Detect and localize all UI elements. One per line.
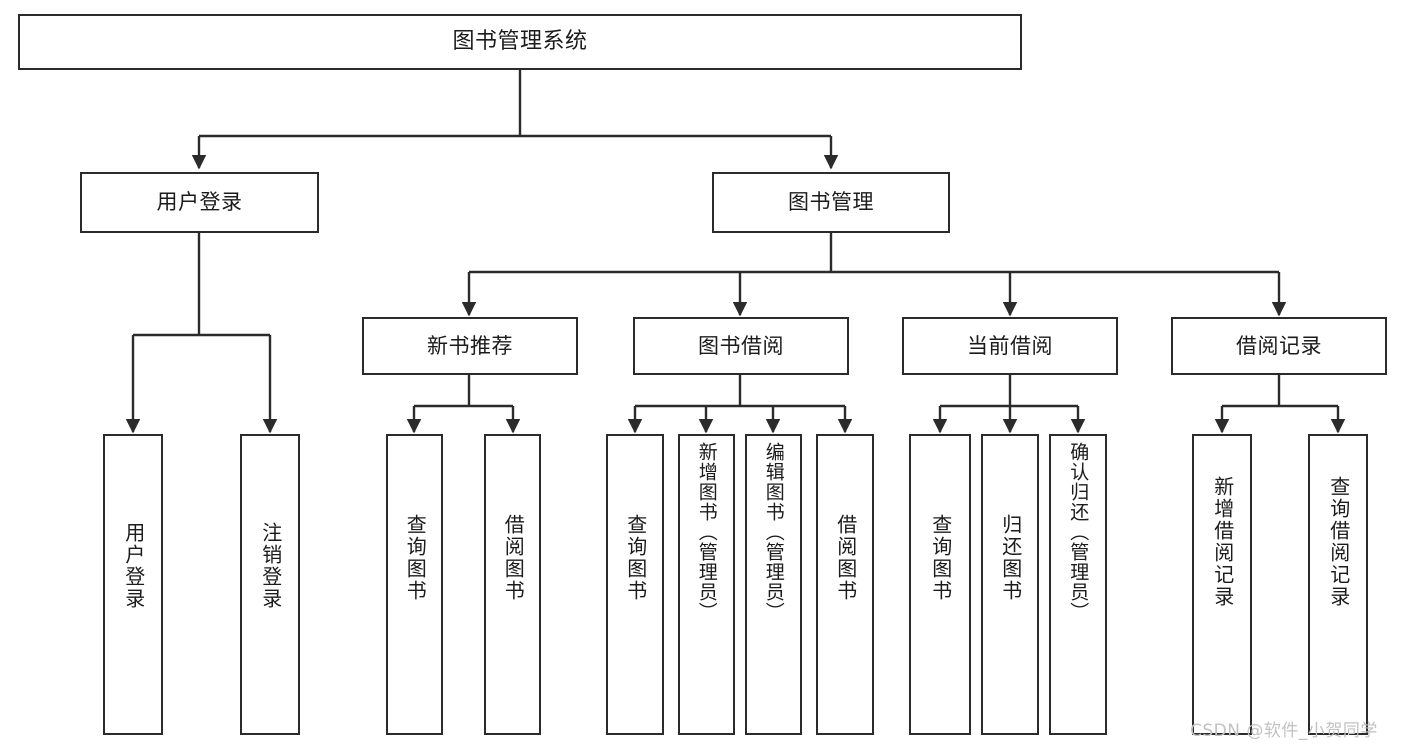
node-level2-new-book-recommend[interactable]: 新书推荐 xyxy=(362,317,578,375)
node-leaf-return-book[interactable]: 归还图书 xyxy=(981,434,1039,735)
node-leaf-borrow-book-1[interactable]: 借阅图书 xyxy=(484,434,541,735)
node-level1-user-login[interactable]: 用户登录 xyxy=(80,172,319,233)
node-leaf-confirm-return-admin[interactable]: 确认归还（管理员） xyxy=(1049,434,1107,735)
node-label: 确认归还（管理员） xyxy=(1067,442,1090,622)
node-label: 新书推荐 xyxy=(427,333,513,358)
node-label: 图书借阅 xyxy=(698,333,784,358)
node-label: 借阅图书 xyxy=(501,514,526,602)
node-leaf-query-book-3[interactable]: 查询图书 xyxy=(909,434,971,735)
node-leaf-add-borrow-record[interactable]: 新增借阅记录 xyxy=(1192,434,1252,735)
node-label: 查询图书 xyxy=(623,514,648,602)
node-label: 用户登录 xyxy=(156,190,243,215)
node-level2-borrow-record[interactable]: 借阅记录 xyxy=(1171,317,1387,375)
node-leaf-user-login[interactable]: 用户登录 xyxy=(103,434,163,735)
node-level2-current-borrow[interactable]: 当前借阅 xyxy=(902,317,1118,375)
node-label: 借阅图书 xyxy=(833,514,858,602)
node-label: 图书管理 xyxy=(788,190,874,215)
node-label: 借阅记录 xyxy=(1236,333,1322,358)
node-leaf-edit-book-admin[interactable]: 编辑图书（管理员） xyxy=(745,434,802,735)
node-label: 注销登录 xyxy=(258,522,283,610)
node-label: 新增借阅记录 xyxy=(1210,476,1235,608)
node-leaf-borrow-book-2[interactable]: 借阅图书 xyxy=(816,434,874,735)
node-label: 图书管理系统 xyxy=(452,29,588,55)
node-label: 用户登录 xyxy=(121,522,146,610)
node-label: 当前借阅 xyxy=(967,333,1053,358)
node-leaf-query-book-1[interactable]: 查询图书 xyxy=(386,434,443,735)
node-leaf-query-book-2[interactable]: 查询图书 xyxy=(606,434,664,735)
node-leaf-query-borrow-record[interactable]: 查询借阅记录 xyxy=(1308,434,1368,735)
node-label: 新增图书（管理员） xyxy=(695,442,718,622)
node-root[interactable]: 图书管理系统 xyxy=(18,14,1022,70)
node-label: 归还图书 xyxy=(998,514,1023,602)
node-label: 查询借阅记录 xyxy=(1326,476,1351,608)
node-label: 查询图书 xyxy=(403,514,428,602)
node-leaf-add-book-admin[interactable]: 新增图书（管理员） xyxy=(678,434,735,735)
watermark-text: CSDN @软件_小贺同学 xyxy=(1190,721,1378,741)
node-label: 编辑图书（管理员） xyxy=(762,442,785,622)
node-leaf-logout[interactable]: 注销登录 xyxy=(240,434,300,735)
node-level2-book-borrow[interactable]: 图书借阅 xyxy=(633,317,849,375)
node-level1-book-management[interactable]: 图书管理 xyxy=(712,172,950,233)
node-label: 查询图书 xyxy=(928,514,953,602)
